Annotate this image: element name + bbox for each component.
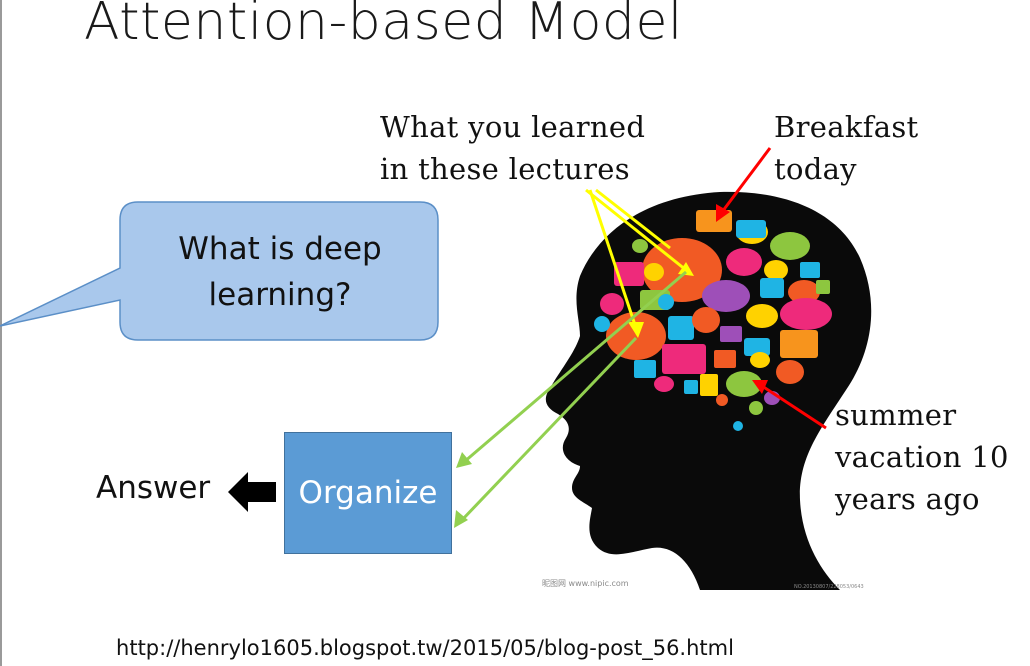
yellow-arrows <box>585 188 687 329</box>
label-summer-line2: vacation 10 <box>835 440 1009 474</box>
red-arrowheads <box>716 204 768 394</box>
label-lectures: What you learned in these lectures <box>380 106 645 190</box>
slide-left-border <box>0 0 2 666</box>
question-line1: What is deep <box>178 231 382 267</box>
label-breakfast-line2: today <box>774 152 857 186</box>
answer-label: Answer <box>96 470 211 506</box>
green-arrows <box>460 270 687 522</box>
label-breakfast: Breakfast today <box>774 106 918 190</box>
image-watermark-right: NO.20130807/228053/0643 <box>794 584 864 590</box>
organize-box: Organize <box>284 432 452 554</box>
label-lectures-line1: What you learned <box>380 110 646 144</box>
organize-label: Organize <box>298 475 438 511</box>
yellow-arrowheads <box>628 262 694 338</box>
source-url: http://henrylo1605.blogspot.tw/2015/05/b… <box>116 636 734 660</box>
label-breakfast-line1: Breakfast <box>774 110 919 144</box>
question-text: What is deep learning? <box>130 226 430 318</box>
answer-arrow <box>228 472 276 512</box>
label-summer: summer vacation 10 years ago <box>835 394 1009 520</box>
slide-title: Attention-based Model <box>84 0 683 52</box>
green-arrowheads <box>454 452 472 528</box>
red-arrows <box>720 147 827 430</box>
label-summer-line3: years ago <box>835 482 980 516</box>
image-watermark-left: 昵图网 www.nipic.com <box>542 579 629 588</box>
label-lectures-line2: in these lectures <box>380 152 630 186</box>
label-summer-line1: summer <box>835 398 957 432</box>
question-line2: learning? <box>208 277 352 313</box>
speech-bubble <box>0 201 439 341</box>
